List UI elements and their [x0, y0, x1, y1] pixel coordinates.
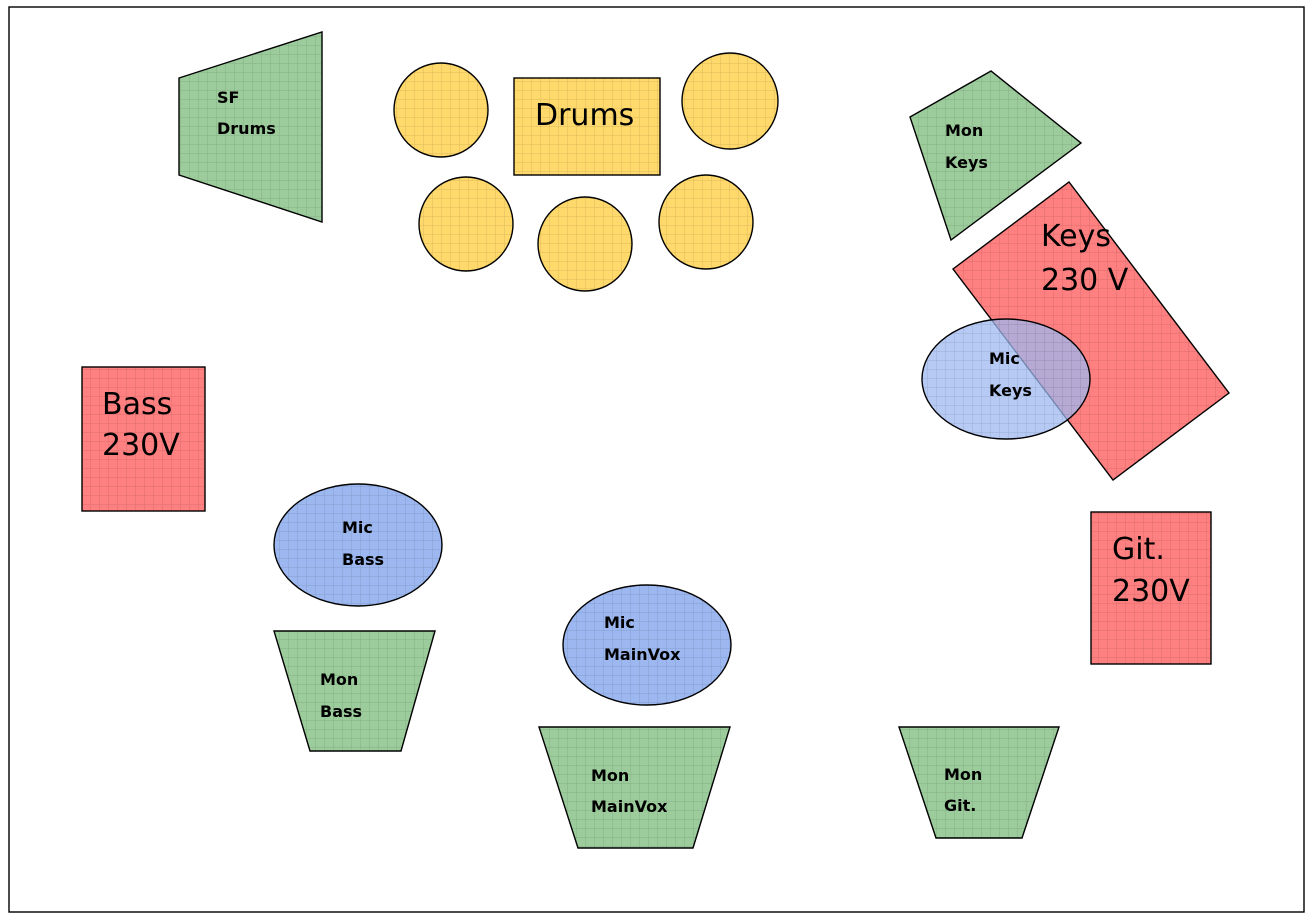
sf-drums-monitor: SF Drums — [178, 31, 323, 223]
mon-git-monitor: Mon Git. — [898, 726, 1060, 839]
drums-label: Drums — [535, 98, 634, 133]
mon-bass-label-1: Mon — [320, 670, 358, 689]
mic-bass-label-2: Bass — [342, 550, 384, 569]
mon-keys-label-1: Mon — [945, 121, 983, 140]
bass-amp: Bass 230V — [81, 366, 206, 512]
mic-keys-label-1: Mic — [989, 349, 1020, 368]
git-amp-label-2: 230V — [1112, 574, 1190, 609]
mic-mainvox-label-1: Mic — [604, 613, 635, 632]
mon-bass-monitor: Mon Bass — [273, 630, 436, 752]
mon-bass-label-2: Bass — [320, 702, 362, 721]
page-border — [8, 6, 1305, 913]
mon-keys-monitor: Mon Keys — [909, 70, 1083, 242]
keys-amp-label-1: Keys — [1041, 219, 1111, 254]
sf-drums-label-1: SF — [217, 88, 239, 107]
bass-amp-label-1: Bass — [102, 387, 172, 422]
mon-mainvox-label-1: Mon — [591, 766, 629, 785]
git-amp-label-1: Git. — [1112, 532, 1165, 567]
keys-amp: Keys 230 V — [952, 181, 1230, 481]
mic-keys-label-2: Keys — [989, 381, 1032, 400]
mic-mainvox: Mic MainVox — [562, 584, 732, 706]
git-amp: Git. 230V — [1090, 511, 1212, 665]
mic-bass: Mic Bass — [273, 483, 443, 607]
mon-mainvox-monitor: Mon MainVox — [538, 726, 731, 849]
sf-drums-label-2: Drums — [217, 119, 276, 138]
keys-amp-label-2: 230 V — [1041, 263, 1129, 298]
drum-kit: Drums — [393, 52, 779, 292]
mon-mainvox-label-2: MainVox — [591, 797, 668, 816]
mon-keys-label-2: Keys — [945, 153, 988, 172]
mon-git-label-1: Mon — [944, 765, 982, 784]
mic-mainvox-label-2: MainVox — [604, 645, 681, 664]
bass-amp-label-2: 230V — [102, 428, 180, 463]
mon-git-label-2: Git. — [944, 796, 976, 815]
mic-keys: Mic Keys — [921, 318, 1091, 440]
mic-bass-label-1: Mic — [342, 518, 373, 537]
